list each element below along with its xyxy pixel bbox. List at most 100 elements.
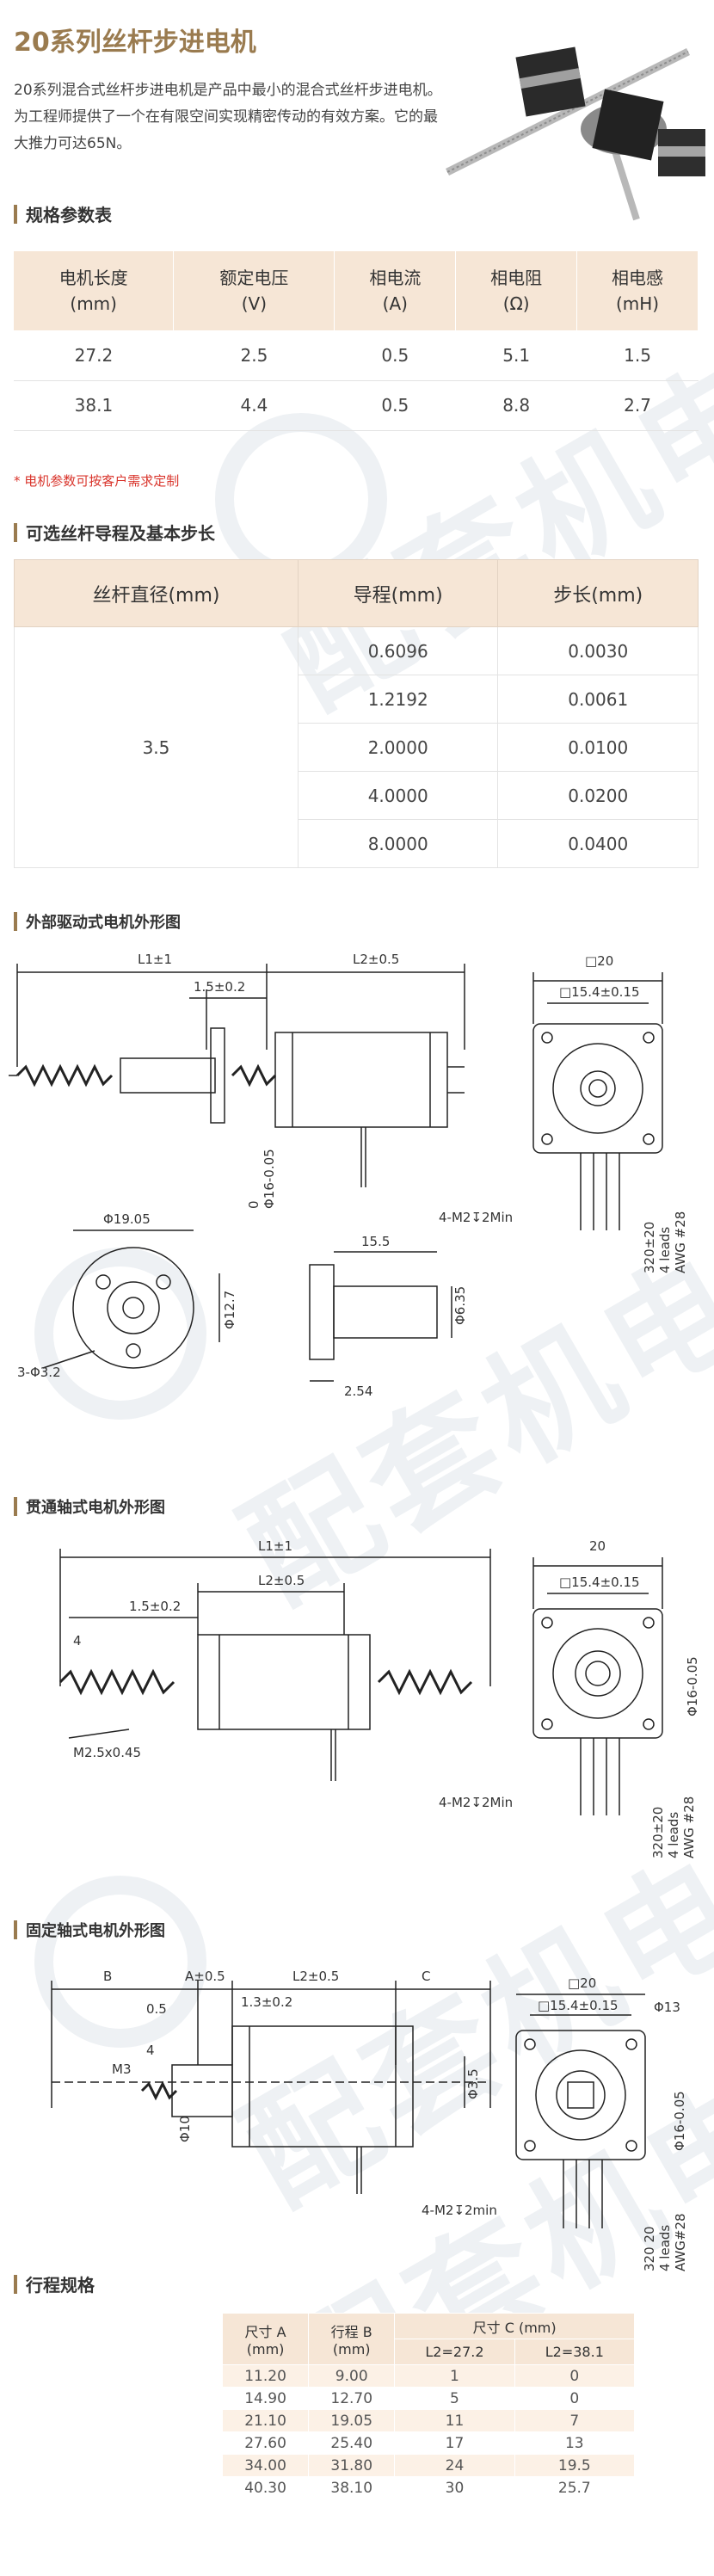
stroke-cell: 34.00 — [221, 2454, 310, 2477]
spec-header-cell: 电机长度 (mm) — [14, 251, 175, 330]
dim-l1: L1±1 — [138, 952, 172, 967]
drawing3-title: 固定轴式电机外形图 — [26, 1922, 165, 1940]
dim-leads: 320 204 leadsAWG#28 — [642, 2213, 688, 2271]
spec-section-title: 规格参数表 — [26, 205, 112, 225]
stroke-cell: 0 — [514, 2364, 636, 2388]
drawing1-heading: 外部驱动式电机外形图 — [14, 910, 181, 933]
stroke-cell: 9.00 — [308, 2364, 396, 2388]
lead-cell: 0.0100 — [497, 723, 699, 772]
lead-cell: 0.0200 — [497, 771, 699, 820]
spec-header-cell: 相电阻 (Ω) — [455, 251, 578, 330]
spec-cell: 0.5 — [334, 380, 456, 431]
dim-phi16: Φ16-0.05 — [672, 2091, 687, 2151]
stroke-cell: 19.05 — [308, 2409, 396, 2432]
stroke-header-b: 行程 B (mm) — [308, 2313, 396, 2365]
dim-l1: L1±1 — [258, 1538, 292, 1554]
stroke-header-c1: L2=27.2 — [394, 2339, 515, 2365]
lead-cell: 1.2192 — [297, 675, 499, 724]
stroke-cell: 24 — [394, 2454, 515, 2477]
lead-cell: 0.6096 — [297, 626, 499, 675]
stroke-cell: 40.30 — [221, 2476, 310, 2499]
spec-header-cell: 额定电压 (V) — [173, 251, 335, 330]
through-shaft-drawing: L1±1 L2±0.5 1.5±0.2 4 M2.5x0.45 20 □15.4… — [58, 1538, 700, 1858]
lead-section-title: 可选丝杆导程及基本步长 — [26, 523, 215, 544]
dim-phi13: Φ13 — [654, 2000, 680, 2015]
lead-cell: 4.0000 — [297, 771, 499, 820]
lead-header-cell: 导程(mm) — [297, 559, 499, 627]
dim-phi16: 0Φ16-0.05 — [246, 1149, 277, 1209]
dim-254: 2.54 — [344, 1384, 372, 1399]
spec-section-heading: 规格参数表 — [14, 201, 112, 226]
spec-cell: 2.5 — [173, 330, 335, 381]
dim-a15: 1.5±0.2 — [129, 1599, 181, 1614]
stroke-cell: 38.10 — [308, 2476, 396, 2499]
spec-cell: 8.8 — [455, 380, 577, 431]
dim-leads: 320±204 leadsAWG #28 — [642, 1211, 688, 1273]
dim-155: 15.5 — [361, 1234, 390, 1249]
stroke-cell: 12.70 — [308, 2387, 396, 2410]
lead-diameter-cell: 3.5 — [14, 626, 299, 868]
stroke-cell: 17 — [394, 2431, 515, 2455]
page-title: 20系列丝杆步进电机 — [14, 28, 256, 58]
product-photo — [445, 46, 705, 221]
stroke-header-a: 尺寸 A (mm) — [221, 2313, 310, 2365]
dim-m2: 4-M2↧2Min — [439, 1210, 513, 1225]
dim-sq15: □15.4±0.15 — [559, 1575, 640, 1590]
drawing3-heading: 固定轴式电机外形图 — [14, 1919, 165, 1941]
stroke-section-title: 行程规格 — [26, 2275, 95, 2296]
dim-sq15: □15.4±0.15 — [559, 984, 640, 1000]
stroke-cell: 0 — [514, 2387, 636, 2410]
dim-l2: L2±0.5 — [353, 952, 399, 967]
dim-sq20: □20 — [585, 953, 613, 969]
stroke-cell: 19.5 — [514, 2454, 636, 2477]
drawing2-heading: 贯通轴式电机外形图 — [14, 1495, 165, 1518]
lead-cell: 0.0400 — [497, 819, 699, 868]
stroke-cell: 7 — [514, 2409, 636, 2432]
dim-phi16: Φ16-0.05 — [685, 1656, 700, 1716]
dim-holes: 3-Φ3.2 — [17, 1365, 61, 1380]
stroke-header-c2: L2=38.1 — [514, 2339, 636, 2365]
stroke-cell: 5 — [394, 2387, 515, 2410]
lead-section-heading: 可选丝杆导程及基本步长 — [14, 520, 215, 545]
dim-a: A±0.5 — [185, 1969, 225, 1984]
dim-sq20: □20 — [568, 1975, 596, 1991]
spec-table: 电机长度 (mm)额定电压 (V)相电流 (A)相电阻 (Ω)相电感 (mH) … — [14, 251, 699, 431]
dim-leads: 320±204 leadsAWG #28 — [650, 1796, 697, 1858]
spec-header-cell: 相电感 (mH) — [576, 251, 699, 330]
dim-l2: L2±0.5 — [292, 1969, 339, 1984]
dim-20: 20 — [589, 1538, 606, 1554]
spec-cell: 38.1 — [14, 380, 174, 431]
dim-a15: 1.5±0.2 — [194, 979, 245, 995]
dim-phi35: Φ3.5 — [465, 2068, 481, 2099]
drawing2-title: 贯通轴式电机外形图 — [26, 1499, 165, 1517]
intro-text: 20系列混合式丝杆步进电机是产品中最小的混合式丝杆步进电机。为工程师提供了一个在… — [14, 82, 442, 152]
dim-m25: M2.5x0.45 — [73, 1745, 141, 1760]
stroke-cell: 25.7 — [514, 2476, 636, 2499]
dim-b: B — [103, 1969, 112, 1984]
lead-cell: 2.0000 — [297, 723, 499, 772]
stroke-cell: 1 — [394, 2364, 515, 2388]
lead-cell: 0.0030 — [497, 626, 699, 675]
stroke-cell: 30 — [394, 2476, 515, 2499]
dim-l2: L2±0.5 — [258, 1573, 305, 1588]
stroke-cell: 14.90 — [221, 2387, 310, 2410]
spec-cell: 1.5 — [576, 330, 699, 381]
lead-cell: 0.0061 — [497, 675, 699, 724]
external-drive-drawing: L1±1 L2±0.5 1.5±0.2 □20 □15.4±0.15 0Φ16-… — [9, 952, 688, 1399]
dim-c: C — [422, 1969, 430, 1984]
spec-cell: 5.1 — [455, 330, 577, 381]
stroke-cell: 21.10 — [221, 2409, 310, 2432]
spec-cell: 0.5 — [334, 330, 456, 381]
custom-note: * 电机参数可按客户需求定制 — [14, 473, 180, 489]
